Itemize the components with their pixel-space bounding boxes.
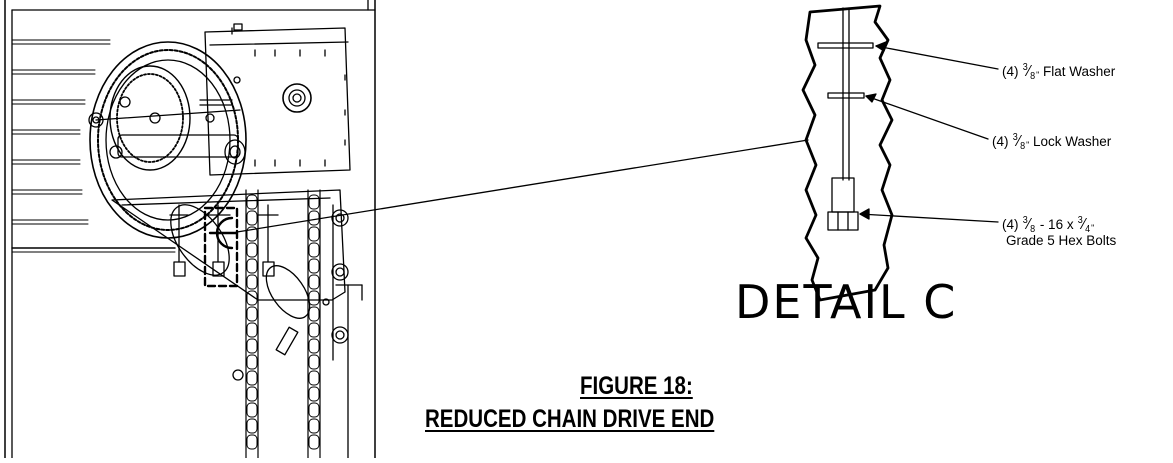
detail-c-callout-box[interactable]	[203, 206, 239, 288]
drive-gear-assembly	[88, 41, 247, 239]
flat-washer-label: (4) 3⁄8" Flat Washer	[1002, 62, 1116, 82]
detail-c-cutaway	[801, 4, 894, 302]
hex-bolts-label-line2: Grade 5 Hex Bolts	[1006, 233, 1117, 248]
curtain-slats	[11, 39, 176, 253]
bracket-bolts	[169, 204, 279, 277]
lock-washer-label: (4) 3⁄8" Lock Washer	[992, 132, 1112, 152]
figure-title: REDUCED CHAIN DRIVE END	[425, 405, 715, 433]
figure-number: FIGURE 18:	[580, 372, 693, 400]
door-frame	[4, 0, 376, 459]
gearbox-housing	[204, 23, 351, 176]
hex-bolts-label: (4) 3⁄8 - 16 x 3⁄4"	[1002, 215, 1095, 235]
label-leaders	[859, 41, 999, 223]
detail-title: DETAIL C	[735, 275, 958, 329]
drive-chain	[245, 189, 321, 459]
detail-leader-line	[236, 139, 809, 233]
